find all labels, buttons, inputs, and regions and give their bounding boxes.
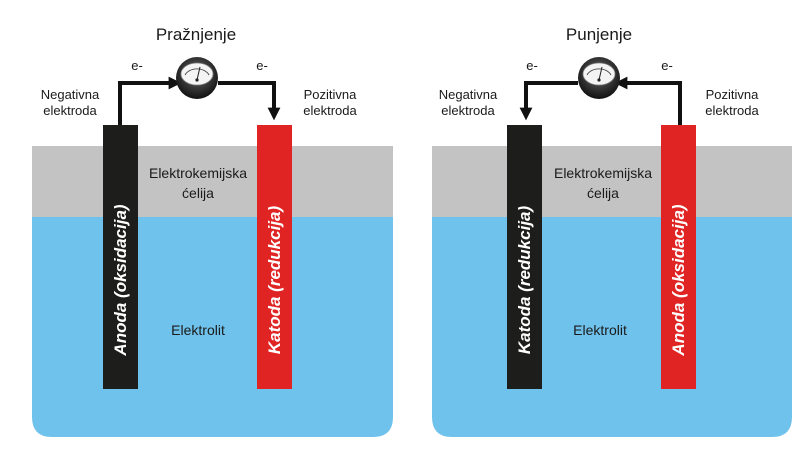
cell-gray-band	[32, 146, 393, 217]
right-electrode	[257, 125, 292, 389]
electron-label-right: e-	[256, 58, 268, 73]
positive-electrode-label: Pozitivna	[706, 87, 760, 102]
cell-label-2: ćelija	[587, 185, 619, 201]
cell-gray-band	[432, 146, 792, 217]
negative-electrode-label-2: elektroda	[43, 103, 97, 118]
right-electrode-label: Anoda (oksidacija)	[669, 204, 688, 356]
negative-electrode-label-2: elektroda	[441, 103, 495, 118]
electrolyte-label: Elektrolit	[573, 322, 627, 338]
electron-label-left: e-	[526, 58, 538, 73]
electrolyte-label: Elektrolit	[171, 322, 225, 338]
right-electrode-label: Katoda (redukcija)	[265, 206, 284, 355]
circuit-wire	[614, 76, 682, 125]
cell-label-2: ćelija	[182, 185, 214, 201]
positive-electrode-label-2: elektroda	[705, 103, 759, 118]
cell-label: Elektrokemijska	[149, 165, 247, 181]
left-electrode-label: Anoda (oksidacija)	[111, 204, 130, 356]
electron-label-right: e-	[661, 58, 673, 73]
cell-label: Elektrokemijska	[554, 165, 652, 181]
left-electrode	[507, 125, 542, 389]
panel-title: Pražnjenje	[156, 25, 236, 44]
panel-title: Punjenje	[566, 25, 632, 44]
negative-electrode-label: Negativna	[439, 87, 498, 102]
charge-panel: Katoda (redukcija) Anoda (oksidacija) Pu…	[432, 25, 792, 437]
right-electrode	[661, 125, 696, 389]
positive-electrode-label-2: elektroda	[303, 103, 357, 118]
ammeter-icon	[578, 57, 620, 99]
electron-label-left: e-	[131, 58, 143, 73]
ammeter-icon	[176, 57, 218, 99]
circuit-wire-return	[218, 81, 281, 121]
left-electrode	[103, 125, 138, 389]
circuit-wire	[118, 76, 182, 125]
discharge-panel: Anoda (oksidacija) Katoda (redukcija) Pr…	[32, 25, 393, 437]
positive-electrode-label: Pozitivna	[304, 87, 358, 102]
negative-electrode-label: Negativna	[41, 87, 100, 102]
left-electrode-label: Katoda (redukcija)	[515, 206, 534, 355]
circuit-wire-return	[519, 81, 578, 121]
